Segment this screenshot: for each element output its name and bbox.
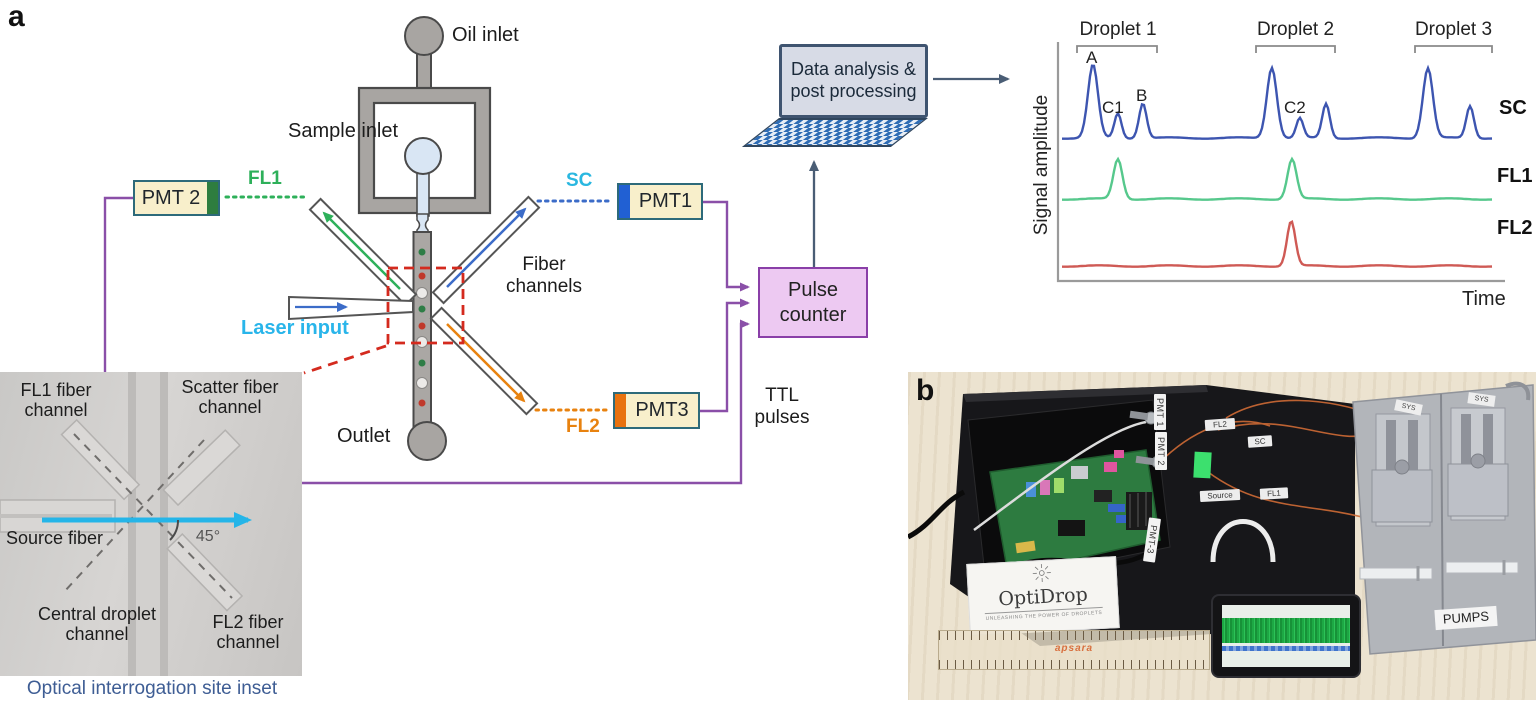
peak-a-label: A [1086,48,1098,67]
scatter-fiber-structure [162,429,241,507]
inset-fl1-label: FL1 fiber channel [20,380,92,421]
droplet1-label: Droplet 1 [1079,19,1157,40]
droplet3-label: Droplet 3 [1414,19,1493,40]
sc-signal-label: SC [566,170,593,191]
trace-fl2 [1062,219,1493,268]
trace-fl1 [1062,156,1493,201]
peak-c1-label: C1 [1102,98,1124,117]
angle-arc [169,519,180,541]
ruler-brand: apsara [1054,643,1094,654]
fl1-trace-label: FL1 [1497,165,1533,187]
green-waveform [1222,618,1350,643]
oil-inlet-port [404,16,444,56]
fl2-tag: FL2 [1204,417,1236,432]
y-axis-label: Signal amplitude [1031,94,1052,236]
data-analysis-label: Data analysis & post processing [790,59,917,101]
fl2-fiber-structure [166,533,244,612]
pmt1-port [619,185,630,218]
panel-a-label: a [8,0,25,33]
inset-angle-label: 45° [195,528,221,545]
inset-caption: Optical interrogation site inset [26,678,278,699]
fiber-fl2 [429,306,612,416]
pcb-components [1015,450,1152,554]
inset-scatter-label: Scatter fiber channel [181,377,279,418]
fl1-signal-label: FL1 [248,168,282,189]
inset-source-label: Source fiber [6,528,104,548]
laser-input-label: Laser input [241,317,349,339]
inset-graphics [0,372,252,676]
pmt1-label: PMT1 [638,190,693,212]
droplet-brackets [1076,45,1493,53]
green-sticker [1193,451,1212,479]
syringe-pumps [1352,381,1536,655]
display-screen [1222,605,1350,667]
sc-tag: SC [1247,435,1273,448]
pmt3-port [615,394,626,427]
interrogation-highlight [303,266,465,375]
outlet-port [407,421,447,461]
pmt3-detector: PMT3 [613,392,700,429]
fiber-channels-label: Fiber channels [505,254,583,297]
optical-axes-dashed [63,433,233,599]
fiber-sc [431,195,615,305]
pmt1-tag: PMT 1 [1154,394,1166,430]
droplet-bracket [1076,45,1158,53]
laptop-screen: Data analysis & post processing [779,44,928,118]
peak-b-label: B [1136,86,1148,105]
droplet-channel [412,231,432,429]
fl1-fiber-structure [60,418,141,501]
droplet-bracket [1255,45,1336,53]
optidrop-label: OptiDrop UNLEASHING THE POWER OF DROPLET… [966,556,1120,636]
signal-traces [1062,64,1493,268]
power-cable [908,489,966,540]
sample-inlet-label: Sample inlet [288,120,399,142]
flow-arrows [809,74,1010,267]
pmt2-detector: PMT 2 [133,180,220,216]
device-photo: b PMT 1 PMT 2 PMT-3 FL2 SC Source FL1 SY… [908,372,1536,700]
panel-b-label: b [916,374,935,407]
fl2-trace-label: FL2 [1497,217,1533,239]
ttl-pulses-label: TTL pulses [754,385,810,428]
pmt1-detector: PMT1 [617,183,703,220]
droplet-bracket [1414,45,1493,53]
oil-inlet-label: Oil inlet [452,24,519,46]
white-cable [973,420,1147,532]
fl1-tag: FL1 [1259,487,1289,500]
fl2-signal-label: FL2 [566,416,600,437]
pmt3-label: PMT3 [635,399,689,421]
plot-axes [1056,42,1505,283]
pmt2-port [207,182,218,214]
outlet-label: Outlet [337,425,391,447]
pmt2-tag: PMT 2 [1155,432,1167,470]
source-tag: Source [1199,488,1241,503]
blue-waveform [1222,646,1350,651]
optidrop-tagline: UNLEASHING THE POWER OF DROPLETS [985,609,1103,622]
fiber-laser [288,295,414,321]
signal-display [1211,594,1361,678]
inset-central-label: Central droplet channel [37,604,157,645]
peak-c2-label: C2 [1284,98,1306,117]
interrogation-inset-photo: FL1 fiber channel Scatter fiber channel … [0,372,302,676]
ruler: apsara [938,630,1210,670]
x-axis-label: Time [1462,288,1506,310]
sample-inlet-port [404,137,442,175]
microfluidic-chip [357,16,492,461]
ruler-ticks [939,631,1209,640]
pmt-wiring [103,196,750,485]
optidrop-logo-icon [1032,564,1051,583]
droplet2-label: Droplet 2 [1256,19,1335,40]
tubing-loop [1210,519,1276,563]
trace-sc [1062,64,1493,140]
ruler-ticks [939,660,1209,669]
pmt2-label: PMT 2 [141,186,201,209]
inset-fl2-label: FL2 fiber channel [212,612,284,653]
pulse-counter-label: Pulse counter [779,278,847,326]
sc-trace-label: SC [1499,97,1527,119]
pulse-counter-box: Pulse counter [758,267,868,338]
